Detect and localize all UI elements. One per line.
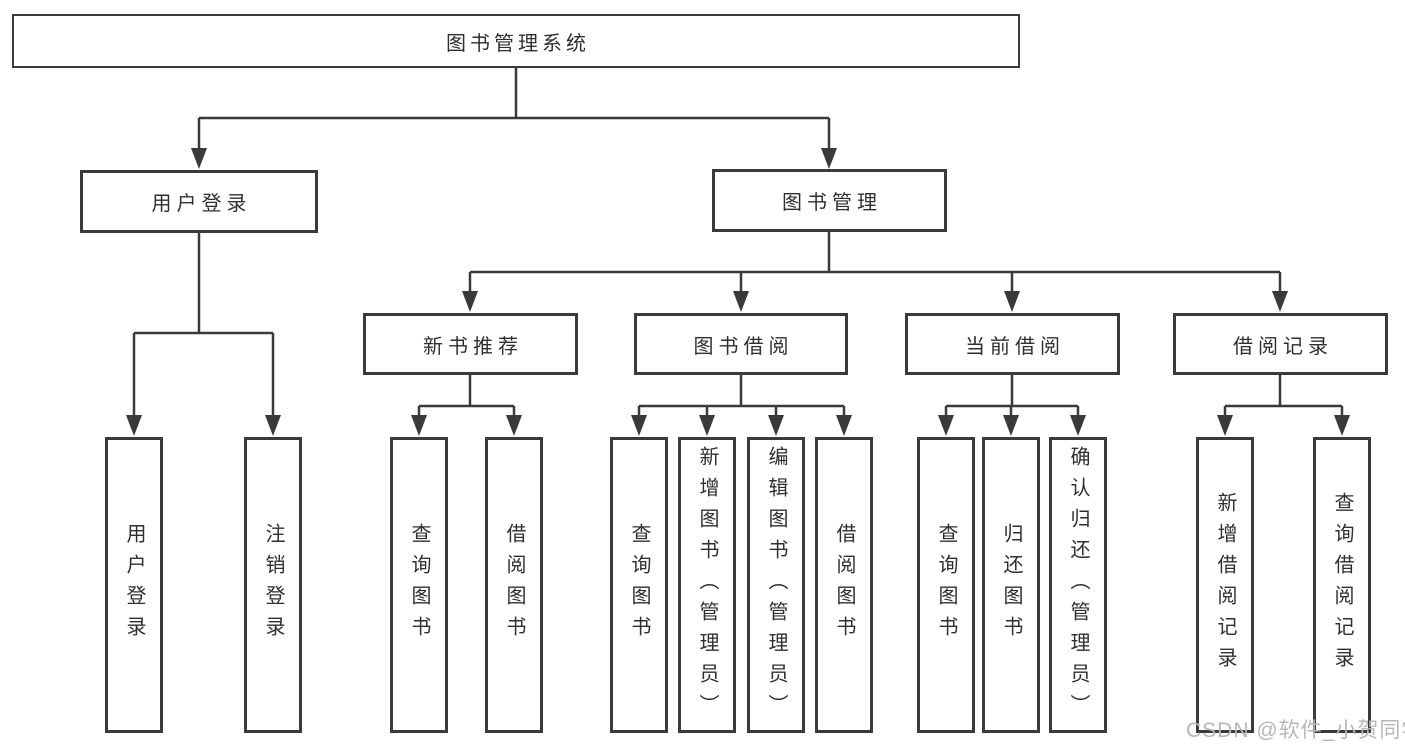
leaf-borrow-query-book: 查询图书	[610, 437, 668, 733]
leaf-label: 查询借阅记录	[1331, 492, 1353, 678]
node-book-management: 图书管理	[712, 169, 947, 232]
leaf-label: 查询图书	[935, 523, 957, 647]
watermark: CSDN @软件_小贺同学	[1186, 719, 1405, 742]
node-current-borrowing: 当前借阅	[905, 313, 1120, 375]
leaf-user-login: 用户登录	[105, 437, 163, 733]
leaf-label: 编辑图书（管理员）	[765, 445, 787, 725]
leaf-label: 归还图书	[1000, 523, 1022, 647]
node-new-book-recommendation: 新书推荐	[363, 313, 578, 375]
node-label: 借阅记录	[1233, 335, 1333, 358]
node-user-login: 用户登录	[80, 170, 318, 233]
node-label: 图书管理	[782, 192, 882, 214]
leaf-logout: 注销登录	[244, 437, 302, 733]
leaf-label: 查询图书	[628, 523, 650, 647]
leaf-borrow-edit-book-admin: 编辑图书（管理员）	[747, 437, 805, 733]
node-label: 用户登录	[151, 193, 252, 215]
leaf-borrow-borrow-book: 借阅图书	[815, 437, 873, 733]
leaf-label: 新增图书（管理员）	[696, 445, 718, 725]
node-library-management-system: 图书管理系统	[12, 14, 1020, 68]
leaf-current-return-book: 归还图书	[982, 437, 1040, 733]
leaf-label: 查询图书	[408, 523, 430, 647]
leaf-borrow-add-book-admin: 新增图书（管理员）	[678, 437, 736, 733]
leaf-current-query-book: 查询图书	[917, 437, 975, 733]
node-label: 当前借阅	[965, 335, 1065, 358]
leaf-current-confirm-return-admin: 确认归还（管理员）	[1049, 437, 1107, 733]
node-label: 图书借阅	[693, 335, 794, 358]
leaf-records-query-record: 查询借阅记录	[1313, 437, 1371, 733]
leaf-records-add-record: 新增借阅记录	[1196, 437, 1254, 733]
node-borrowing-records: 借阅记录	[1173, 313, 1388, 375]
node-label: 新书推荐	[423, 335, 523, 358]
leaf-label: 确认归还（管理员）	[1067, 445, 1089, 725]
node-book-borrowing: 图书借阅	[634, 313, 848, 375]
leaf-label: 新增借阅记录	[1214, 492, 1236, 678]
leaf-label: 借阅图书	[833, 523, 855, 647]
leaf-newrec-borrow-book: 借阅图书	[485, 437, 543, 733]
leaf-label: 用户登录	[123, 523, 145, 647]
node-label: 图书管理系统	[446, 32, 590, 55]
leaf-label: 借阅图书	[503, 523, 525, 647]
leaf-label: 注销登录	[262, 523, 284, 647]
leaf-newrec-query-book: 查询图书	[390, 437, 448, 733]
